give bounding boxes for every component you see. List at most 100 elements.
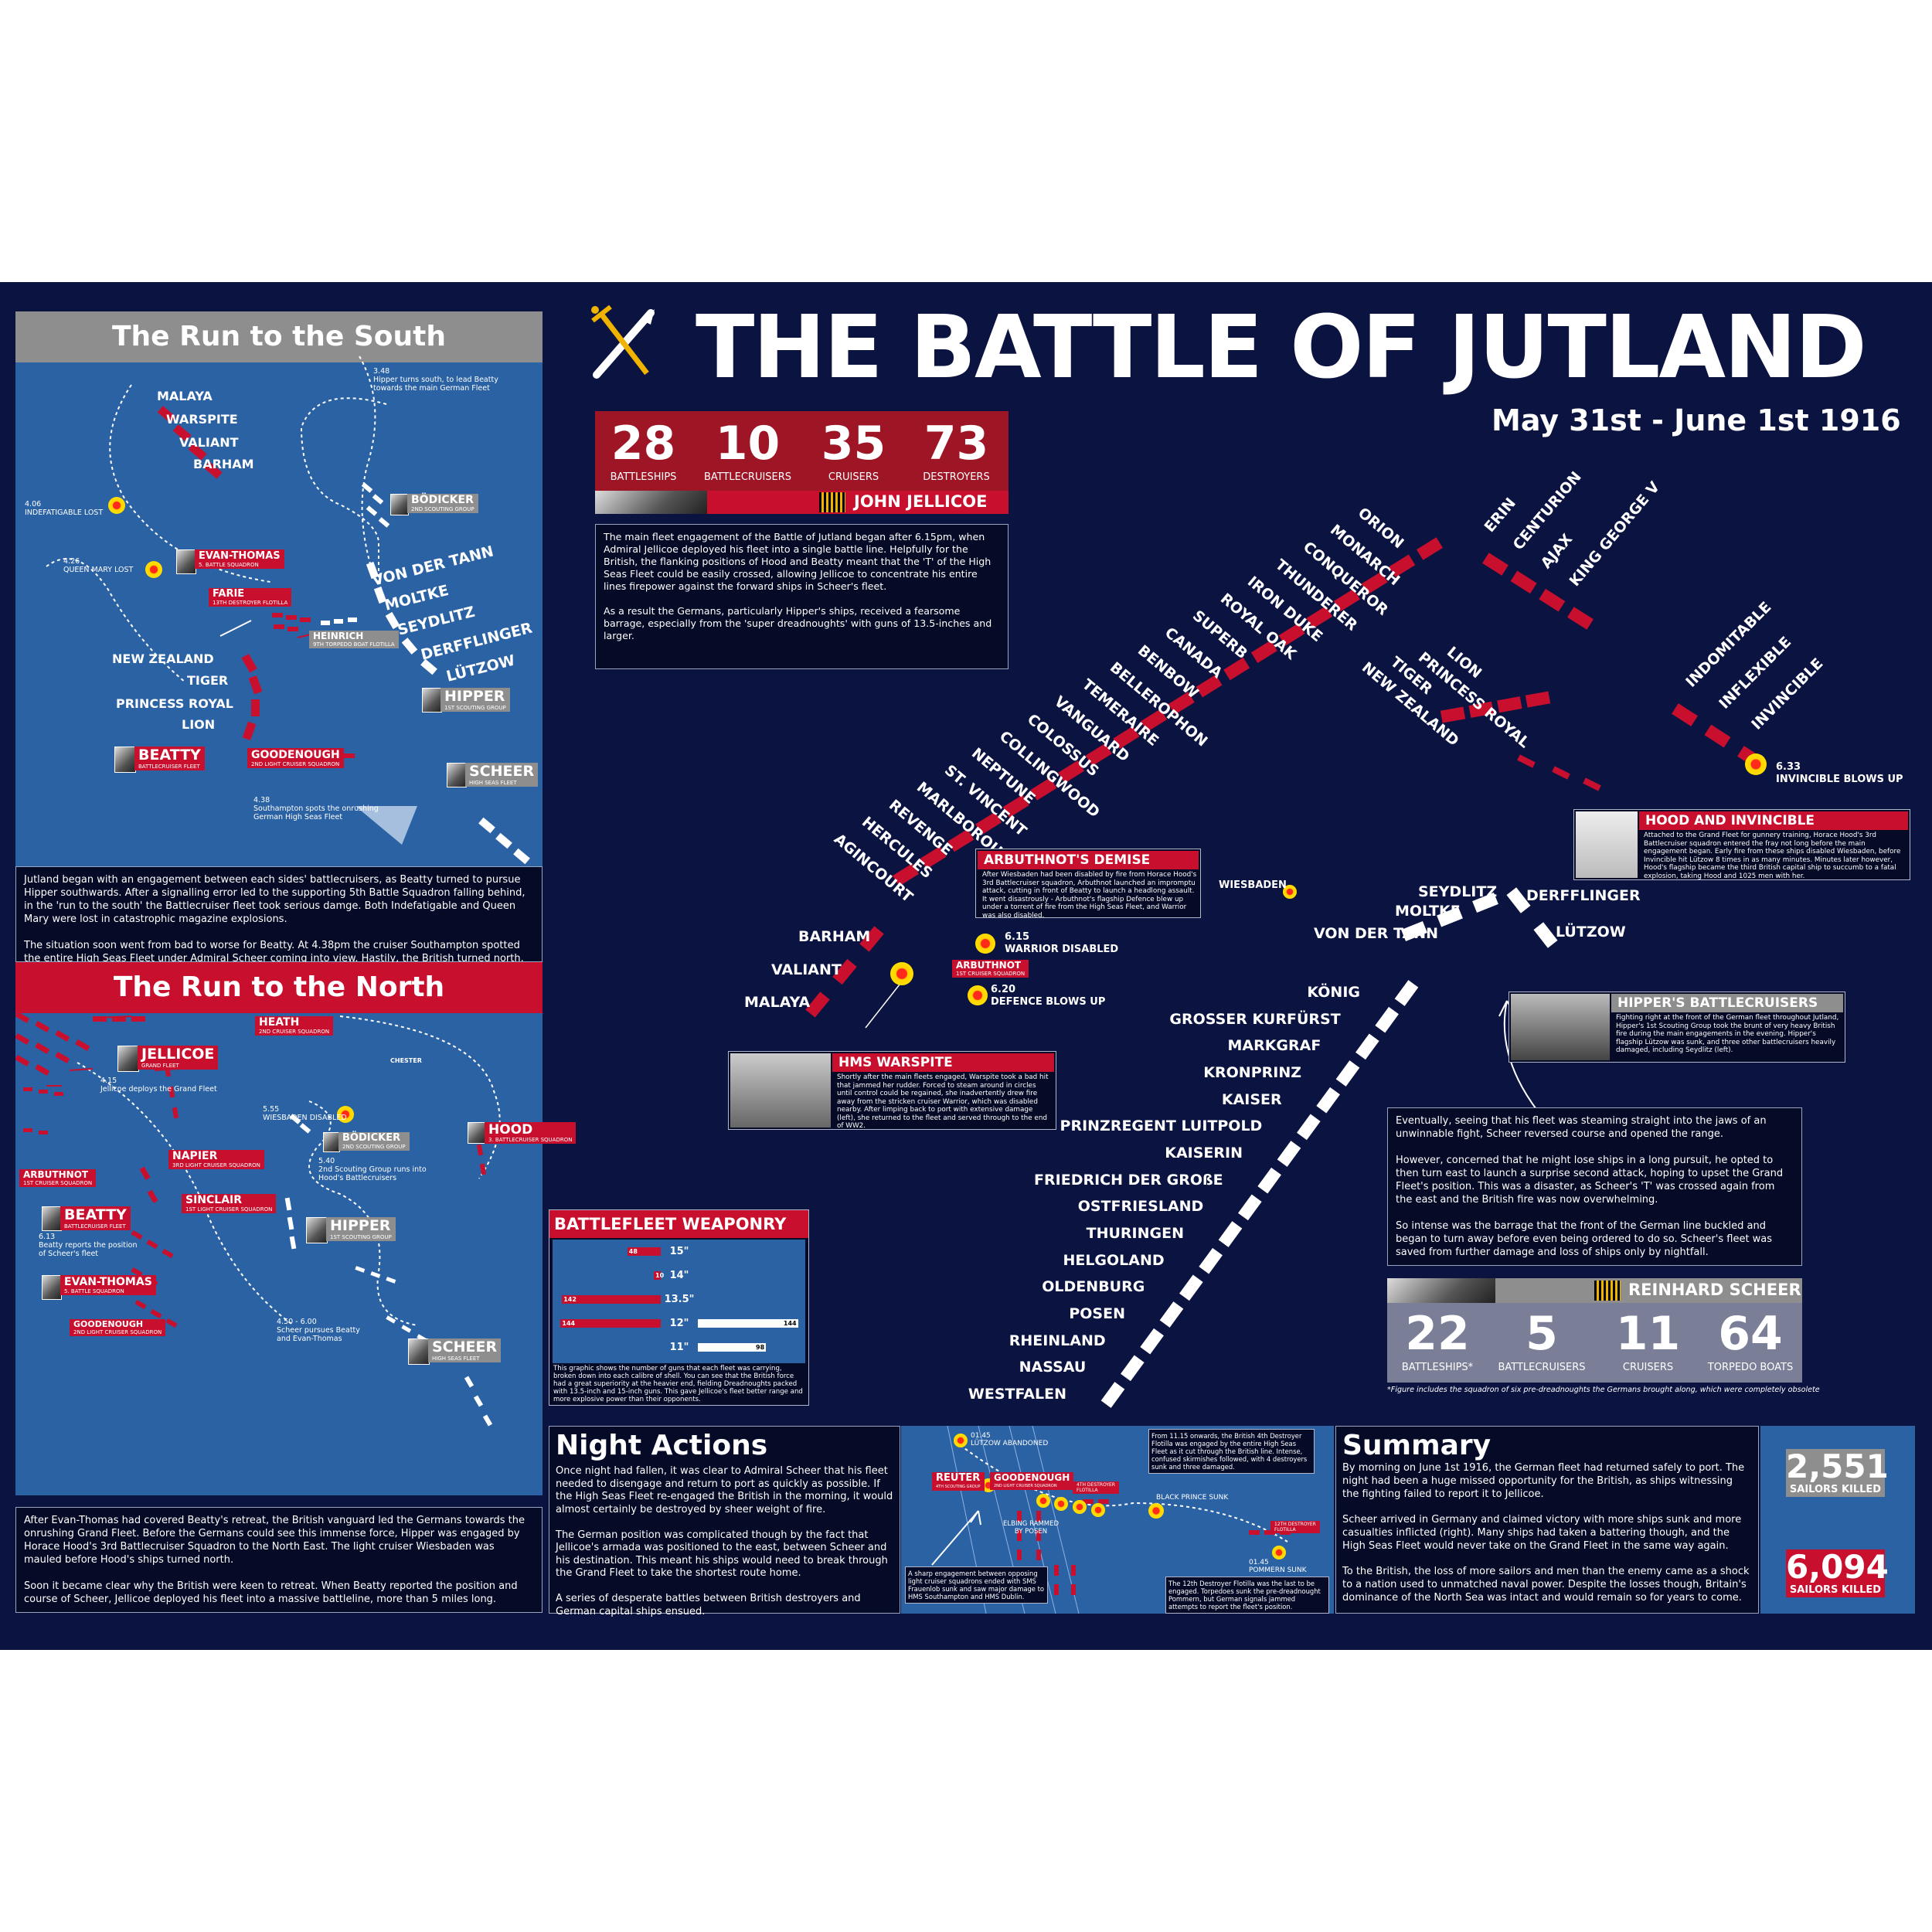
summary-text: By morning on June 1st 1916, the German … bbox=[1342, 1462, 1750, 1604]
german-stat-label: CRUISERS bbox=[1622, 1362, 1674, 1373]
british-battleline-ship bbox=[1196, 674, 1223, 698]
summary-panel: Summary By morning on June 1st 1916, the… bbox=[1335, 1426, 1759, 1614]
invincible-blows-up-note: 6.33 INVINCIBLE BLOWS UP bbox=[1776, 761, 1903, 785]
beatty-squadron-ship bbox=[1525, 691, 1551, 708]
high-seas-fleet-ship-label: KÖNIG bbox=[1307, 984, 1360, 1001]
explosion-icon bbox=[968, 985, 988, 1005]
rank-insignia-icon bbox=[819, 492, 845, 512]
explosion-icon bbox=[954, 1434, 968, 1447]
chester-label: CHESTER bbox=[390, 1057, 422, 1064]
high-seas-fleet-ship bbox=[1316, 1087, 1340, 1114]
evan-thomas-squadron-ship bbox=[859, 926, 884, 952]
british-battleline-ship bbox=[1417, 537, 1443, 560]
note-406: 4.06 INDEFATIGABLE LOST bbox=[25, 500, 104, 517]
high-seas-fleet-ship bbox=[1277, 1141, 1301, 1167]
battle-dates: May 31st - June 1st 1916 bbox=[1492, 403, 1901, 437]
british-casualties: 6,094 SAILORS KILLED bbox=[1786, 1549, 1889, 1597]
explosion-icon bbox=[145, 561, 162, 578]
high-seas-fleet-ship bbox=[1179, 1274, 1203, 1301]
12th-flotilla-note-box: The 12th Destroyer Flotilla was the last… bbox=[1165, 1577, 1329, 1614]
explosion-icon bbox=[1036, 1494, 1050, 1508]
british-battleline-ship bbox=[1168, 692, 1195, 715]
high-seas-fleet-ship bbox=[1394, 980, 1419, 1006]
british-gun-count: 10 bbox=[655, 1272, 665, 1279]
hood-portrait bbox=[468, 1122, 486, 1144]
british-battleline-ship bbox=[1085, 743, 1112, 767]
arbuthnot-box: ARBUTHNOT'S DEMISE After Wiesbaden had b… bbox=[975, 849, 1201, 920]
note-450: 4.50 - 6.00 Scheer pursues Beatty and Ev… bbox=[277, 1318, 360, 1343]
high-seas-fleet-ship bbox=[1375, 1006, 1399, 1033]
evan-thomas-portrait bbox=[42, 1275, 62, 1300]
high-seas-fleet-ship-label: MARKGRAF bbox=[1227, 1037, 1321, 1055]
explosion-icon bbox=[1091, 1503, 1105, 1517]
german-casualties: 2,551 SAILORS KILLED bbox=[1786, 1449, 1889, 1497]
british-stat-value: 28 bbox=[611, 417, 676, 471]
ship-label: WARSPITE bbox=[166, 412, 238, 427]
british-stat-label: BATTLECRUISERS bbox=[703, 471, 792, 483]
british-battleline-ship bbox=[1223, 657, 1250, 681]
british-gun-count: 48 bbox=[628, 1248, 638, 1255]
high-seas-fleet-ship-label: OLDENBURG bbox=[1042, 1278, 1145, 1296]
german-gun-bar: 98 bbox=[698, 1343, 767, 1352]
weaponry-calibre-label: 15" bbox=[669, 1246, 689, 1257]
british-battleline-ship bbox=[1250, 640, 1277, 663]
run-south-title: The Run to the South bbox=[15, 311, 543, 362]
british-gun-count: 144 bbox=[562, 1320, 576, 1327]
evan-thomas-squadron-ship bbox=[805, 992, 830, 1018]
hipper-group-ship-label: VON DER TANN bbox=[1314, 925, 1439, 942]
british-battleline-ship bbox=[1058, 760, 1085, 784]
german-stat-value: 22 bbox=[1405, 1307, 1470, 1361]
high-seas-fleet-ship-label: NASSAU bbox=[1019, 1359, 1087, 1376]
summary-title: Summary bbox=[1342, 1430, 1492, 1461]
hipper-portrait bbox=[306, 1217, 328, 1243]
hipper-group-ship-label: SEYDLITZ bbox=[1418, 883, 1498, 900]
hipper-portrait bbox=[422, 688, 442, 713]
night-actions-text: Once night had fallen, it was clear to A… bbox=[556, 1465, 893, 1617]
light-cruiser-note-box: A sharp engagement between opposing ligh… bbox=[905, 1566, 1048, 1604]
hood-invincible-title: HOOD AND INVINCIBLE bbox=[1639, 811, 1908, 830]
hipper-battlecruisers-title: HIPPER'S BATTLECRUISERS bbox=[1611, 994, 1843, 1012]
arbuthnot-title: ARBUTHNOT'S DEMISE bbox=[978, 851, 1199, 869]
weaponry-calibre-label: 11" bbox=[669, 1342, 689, 1353]
scheer-reversal-text: Eventually, seeing that his fleet was st… bbox=[1387, 1107, 1802, 1266]
run-south-map-panel: The Run to the South bbox=[15, 311, 543, 883]
british-gun-count: 142 bbox=[563, 1296, 577, 1303]
black-prince-note: BLACK PRINCE SUNK bbox=[1156, 1494, 1229, 1502]
high-seas-fleet-ship-label: KRONPRINZ bbox=[1203, 1064, 1301, 1081]
british-vanguard-ship bbox=[1539, 588, 1566, 612]
note-438: 4.38 Southampton spots the onrushing Ger… bbox=[253, 796, 379, 821]
jellicoe-banner: JOHN JELLICOE bbox=[595, 491, 1009, 514]
high-seas-fleet-ship bbox=[1257, 1167, 1281, 1194]
pommern-note: 01.45 POMMERN SUNK bbox=[1249, 1559, 1307, 1574]
german-stat-value: 64 bbox=[1718, 1307, 1783, 1361]
british-battleline-ship bbox=[1333, 588, 1360, 612]
high-seas-fleet-ship bbox=[1218, 1221, 1243, 1247]
hipper-group-b-ship-label: DERFFLINGER bbox=[1526, 887, 1641, 904]
hood-squadron-ship bbox=[1672, 703, 1698, 726]
british-killed-label: SAILORS KILLED bbox=[1789, 1584, 1882, 1596]
4th-flotilla-note-box: From 11.15 onwards, the British 4th Dest… bbox=[1148, 1429, 1315, 1474]
high-seas-fleet-ship-label: POSEN bbox=[1069, 1305, 1125, 1322]
weaponry-calibre-label: 13.5" bbox=[664, 1294, 695, 1305]
british-battleline-ship bbox=[1113, 726, 1140, 750]
wiesbaden-label: WIESBADEN bbox=[1219, 879, 1287, 891]
high-seas-fleet-ship-label: WESTFALEN bbox=[968, 1386, 1066, 1403]
hood-invincible-box: HOOD AND INVINCIBLE Attached to the Gran… bbox=[1573, 809, 1910, 880]
lutzow-abandoned-note: 01.45 LÜTZOW ABANDONED bbox=[971, 1432, 1049, 1447]
high-seas-fleet-ship-label: HELGOLAND bbox=[1063, 1251, 1165, 1269]
ship-label: TIGER bbox=[187, 673, 229, 688]
